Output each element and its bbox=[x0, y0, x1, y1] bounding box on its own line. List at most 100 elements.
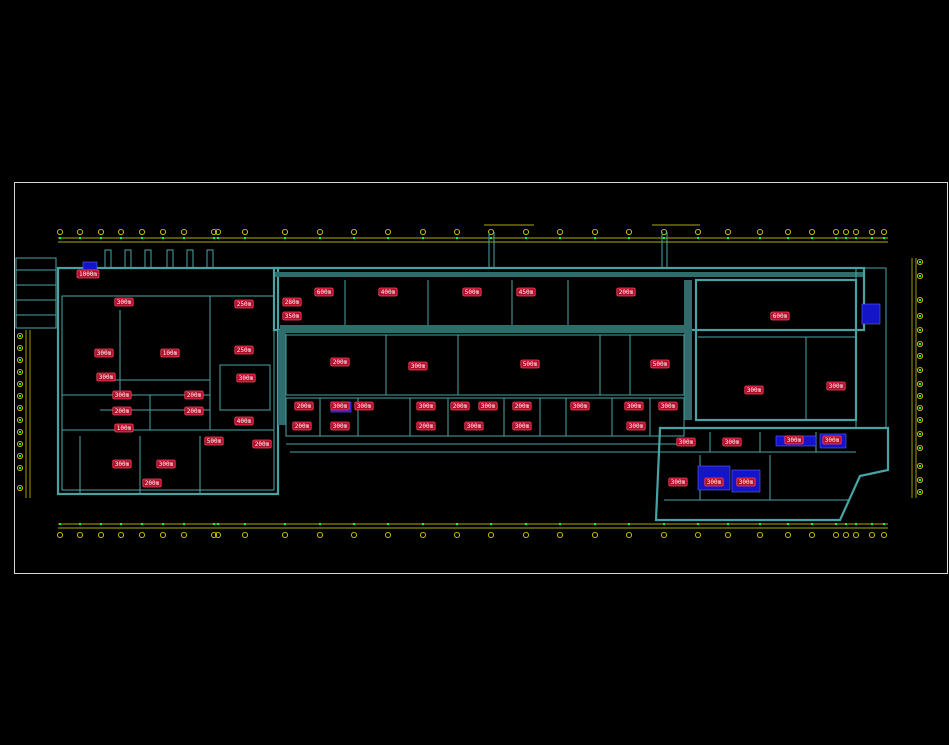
room-area-tag[interactable]: 300m bbox=[114, 297, 134, 307]
room-area-tag[interactable]: 300m bbox=[744, 385, 764, 395]
grid-axis-bubble bbox=[210, 532, 217, 539]
room-area-tag[interactable]: 300m bbox=[464, 421, 484, 431]
room-area-tag[interactable]: 500m bbox=[520, 359, 540, 369]
dimension-tick bbox=[559, 237, 561, 239]
room-area-tag[interactable]: 300m bbox=[408, 361, 428, 371]
dimension-tick bbox=[100, 523, 102, 525]
dimension-tick bbox=[628, 237, 630, 239]
grid-axis-bubble bbox=[917, 326, 924, 333]
room-area-tag[interactable]: 200m bbox=[616, 287, 636, 297]
room-area-tag[interactable]: 300m bbox=[668, 477, 688, 487]
dimension-tick bbox=[387, 523, 389, 525]
room-area-tag[interactable]: 300m bbox=[512, 421, 532, 431]
room-area-tag[interactable]: 300m bbox=[94, 348, 114, 358]
dimension-tick bbox=[19, 371, 21, 373]
room-area-tag[interactable]: 400m bbox=[234, 416, 254, 426]
column-stub bbox=[166, 249, 174, 269]
room-area-tag[interactable]: 200m bbox=[330, 357, 350, 367]
dimension-tick bbox=[19, 335, 21, 337]
room-area-text: 200m bbox=[187, 408, 202, 415]
dimension-tick bbox=[79, 237, 81, 239]
room-area-tag[interactable]: 200m bbox=[294, 401, 314, 411]
dimension-tick bbox=[855, 523, 857, 525]
room-area-text: 300m bbox=[333, 423, 348, 430]
room-area-tag[interactable]: 300m bbox=[570, 401, 590, 411]
dimension-tick bbox=[217, 523, 219, 525]
dimension-tick bbox=[883, 523, 885, 525]
room-area-text: 200m bbox=[515, 403, 530, 410]
room-area-tag[interactable]: 600m bbox=[770, 311, 790, 321]
dimension-tick bbox=[19, 383, 21, 385]
room-area-tag[interactable]: 450m bbox=[516, 287, 536, 297]
room-area-tag[interactable]: 200m bbox=[142, 478, 162, 488]
room-area-tag[interactable]: 200m bbox=[512, 401, 532, 411]
room-area-text: 300m bbox=[627, 403, 642, 410]
room-area-tag[interactable]: 300m bbox=[704, 477, 724, 487]
room-area-tag[interactable]: 200m bbox=[416, 421, 436, 431]
grid-axis-bubble bbox=[917, 416, 924, 423]
room-area-tag[interactable]: 300m bbox=[112, 390, 132, 400]
dimension-tick bbox=[490, 523, 492, 525]
room-area-tag[interactable]: 300m bbox=[330, 421, 350, 431]
grid-axis-bubble bbox=[384, 532, 391, 539]
room-area-tag[interactable]: 250m bbox=[234, 299, 254, 309]
dimension-tick bbox=[835, 523, 837, 525]
room-area-tag[interactable]: 300m bbox=[676, 437, 696, 447]
room-area-tag[interactable]: 200m bbox=[184, 406, 204, 416]
room-area-text: 300m bbox=[411, 363, 426, 370]
grid-axis-bubble bbox=[159, 228, 166, 235]
room-area-tag[interactable]: 300m bbox=[784, 435, 804, 445]
room-area-tag[interactable]: 200m bbox=[252, 439, 272, 449]
room-area-tag[interactable]: 300m bbox=[626, 421, 646, 431]
room-area-tag[interactable]: 1000m bbox=[76, 269, 100, 279]
room-area-tag[interactable]: 500m bbox=[204, 436, 224, 446]
room-area-tag[interactable]: 300m bbox=[330, 401, 350, 411]
room-area-tag[interactable]: 300m bbox=[478, 401, 498, 411]
room-area-tag[interactable]: 300m bbox=[736, 477, 756, 487]
room-area-tag[interactable]: 200m bbox=[112, 406, 132, 416]
dimension-tick bbox=[422, 237, 424, 239]
room-area-tag[interactable]: 300m bbox=[658, 401, 678, 411]
dimension-tick bbox=[353, 523, 355, 525]
dimension-tick bbox=[19, 467, 21, 469]
room-area-tag[interactable]: 300m bbox=[236, 373, 256, 383]
dimension-tick bbox=[319, 237, 321, 239]
dimension-tick bbox=[919, 479, 921, 481]
room-area-tag[interactable]: 300m bbox=[624, 401, 644, 411]
room-area-text: 300m bbox=[357, 403, 372, 410]
room-area-tag[interactable]: 500m bbox=[462, 287, 482, 297]
room-area-tag[interactable]: 200m bbox=[184, 390, 204, 400]
room-area-tag[interactable]: 250m bbox=[234, 345, 254, 355]
dimension-tick bbox=[79, 523, 81, 525]
room-area-tag[interactable]: 300m bbox=[96, 372, 116, 382]
dimension-tick bbox=[19, 443, 21, 445]
dimension-tick bbox=[162, 523, 164, 525]
room-area-tag[interactable]: 500m bbox=[650, 359, 670, 369]
room-area-tag[interactable]: 300m bbox=[826, 381, 846, 391]
room-area-text: 300m bbox=[419, 403, 434, 410]
room-area-tag[interactable]: 300m bbox=[112, 459, 132, 469]
room-area-tag[interactable]: 200m bbox=[450, 401, 470, 411]
room-area-tag[interactable]: 400m bbox=[378, 287, 398, 297]
room-area-text: 400m bbox=[237, 418, 252, 425]
room-area-text: 300m bbox=[159, 461, 174, 468]
dimension-tick bbox=[213, 237, 215, 239]
room-area-tag[interactable]: 300m bbox=[156, 459, 176, 469]
room-area-tag[interactable]: 350m bbox=[282, 311, 302, 321]
room-area-tag[interactable]: 600m bbox=[314, 287, 334, 297]
room-area-tag[interactable]: 100m bbox=[114, 423, 134, 433]
room-area-tag[interactable]: 300m bbox=[354, 401, 374, 411]
room-area-tag[interactable]: 300m bbox=[722, 437, 742, 447]
room-area-tag[interactable]: 280m bbox=[282, 297, 302, 307]
dimension-tick bbox=[559, 523, 561, 525]
grid-axis-bubble bbox=[138, 228, 145, 235]
dimension-tick bbox=[244, 237, 246, 239]
room-area-tag[interactable]: 200m bbox=[292, 421, 312, 431]
grid-axis-bubble bbox=[210, 228, 217, 235]
room-area-tag[interactable]: 100m bbox=[160, 348, 180, 358]
room-area-tag[interactable]: 300m bbox=[822, 435, 842, 445]
room-area-tag[interactable]: 300m bbox=[416, 401, 436, 411]
grid-axis-bubble bbox=[316, 228, 323, 235]
